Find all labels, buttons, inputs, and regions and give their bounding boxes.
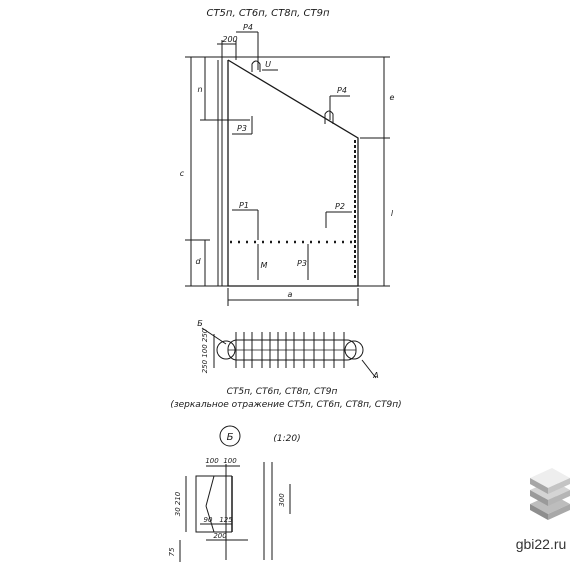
detail-dim-75: 75 <box>168 547 176 556</box>
section-label-a: А <box>372 371 378 380</box>
dim-p4-right: P4 <box>337 86 347 95</box>
drawing-title: СТ5п, СТ6п, СТ8п, СТ9п <box>206 8 329 19</box>
dim-e: e <box>390 93 395 102</box>
detail-dim-100b: 100 <box>223 457 237 465</box>
dim-p3-upper: P3 <box>237 124 247 133</box>
dim-p4-top: P4 <box>243 23 253 32</box>
detail-dim-125: 125 <box>219 516 233 524</box>
section-joint-right <box>344 340 364 360</box>
dim-p1: P1 <box>239 201 249 210</box>
watermark-logo-icon <box>530 468 570 520</box>
detail-dim-30-210: 30 210 <box>174 491 182 516</box>
detail-dim-90: 90 <box>204 516 213 524</box>
watermark-text: gbi22.ru <box>516 536 567 552</box>
dim-l: l <box>391 209 394 218</box>
dim-m: M <box>261 261 268 270</box>
dim-u: U <box>265 60 271 69</box>
main-view-labels: 200 P4 U n e P4 P3 c P1 P2 l d M P3 a <box>180 23 395 299</box>
detail-b-labels: Б (1:20) 100 100 30 210 300 90 125 200 7… <box>168 432 301 556</box>
dim-a: a <box>288 290 293 299</box>
detail-b-view <box>179 425 291 562</box>
dim-p2: P2 <box>335 202 345 211</box>
section-caption-1: СТ5п, СТ6п, СТ8п, СТ9п <box>227 387 338 397</box>
section-labels: Б А 250 100 250 СТ5п, СТ6п, СТ8п, СТ9п (… <box>170 319 401 410</box>
dim-n: n <box>197 85 202 94</box>
dim-c: c <box>180 169 185 178</box>
watermark: gbi22.ru <box>516 468 570 552</box>
main-elevation-view <box>185 31 390 306</box>
section-joint-left <box>216 340 236 360</box>
detail-dim-200: 200 <box>213 532 227 540</box>
dim-p3-lower: P3 <box>297 259 307 268</box>
detail-scale: (1:20) <box>273 434 300 444</box>
section-dims-left: 250 100 250 <box>201 328 209 373</box>
lift-loop-top <box>251 60 261 72</box>
section-view <box>201 327 377 379</box>
detail-outline <box>195 475 214 533</box>
dim-200-top: 200 <box>222 35 237 44</box>
dim-d: d <box>195 257 201 266</box>
section-rebars <box>235 332 345 368</box>
section-label-b: Б <box>197 319 203 328</box>
detail-marker-circle <box>219 425 241 447</box>
detail-marker: Б <box>227 432 234 443</box>
section-caption-2: (зеркальное отражение СТ5п, СТ6п, СТ8п, … <box>170 400 401 410</box>
lift-loop-right <box>324 110 334 124</box>
detail-dim-100a: 100 <box>205 457 219 465</box>
detail-dim-300: 300 <box>278 493 286 507</box>
